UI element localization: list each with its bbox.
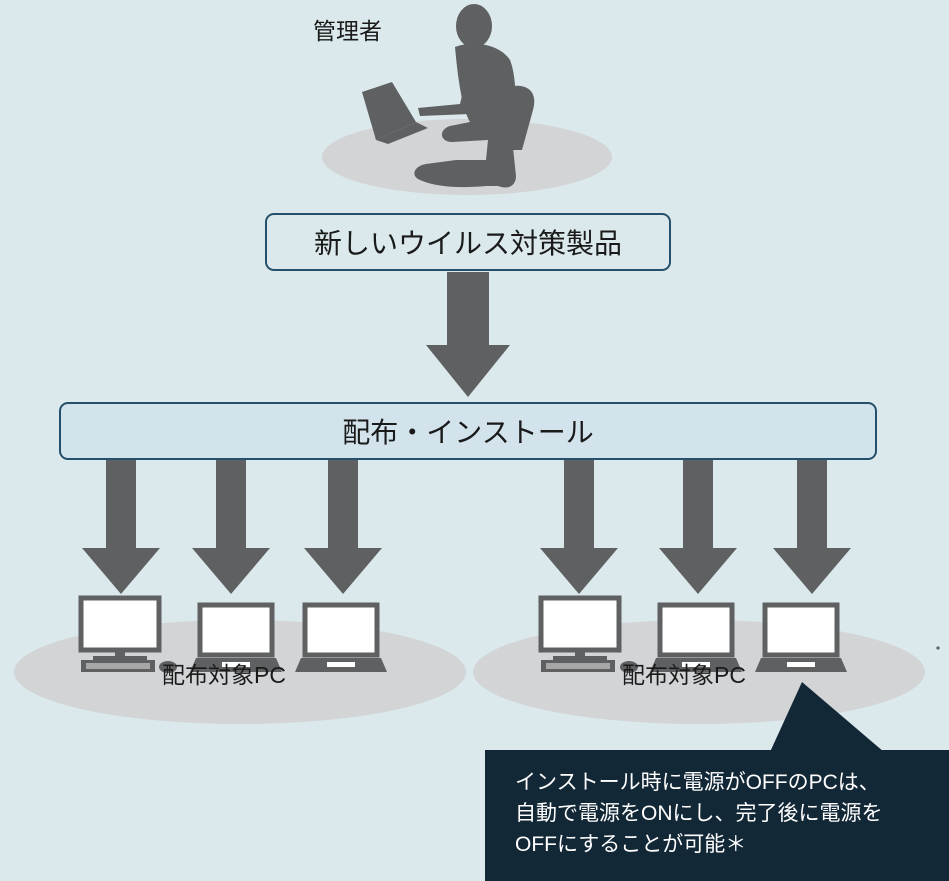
laptop-pc-icon xyxy=(650,602,742,672)
note-line: 自動で電源をONにし、完了後に電源を xyxy=(515,802,883,825)
arrow-down-pc xyxy=(192,460,270,594)
arrow-down-main xyxy=(426,272,510,397)
group-left-label: 配布対象PC xyxy=(162,662,286,688)
arrow-down-pc xyxy=(304,460,382,594)
group-right-label: 配布対象PC xyxy=(622,662,746,688)
arrow-down-pc xyxy=(773,460,851,594)
admin-label: 管理者 xyxy=(313,18,382,44)
note-pointer xyxy=(770,682,884,752)
laptop-pc-icon-powered-off xyxy=(755,602,847,672)
product-box: 新しいウイルス対策製品 xyxy=(265,213,671,271)
arrow-down-pc xyxy=(82,460,160,594)
desktop-pc-icon xyxy=(538,595,638,673)
arrow-down-pc xyxy=(659,460,737,594)
note-line: インストール時に電源がOFFのPCは、 xyxy=(515,771,880,794)
admin-person-icon xyxy=(362,4,535,188)
laptop-pc-icon xyxy=(295,602,387,672)
deploy-label: 配布・インストール xyxy=(342,417,594,448)
arrow-down-pc xyxy=(540,460,618,594)
laptop-pc-icon xyxy=(190,602,282,672)
deploy-box: 配布・インストール xyxy=(59,402,877,460)
product-label: 新しいウイルス対策製品 xyxy=(313,228,622,259)
desktop-pc-icon xyxy=(78,595,177,673)
decorative-dot xyxy=(936,646,940,650)
note-callout: インストール時に電源がOFFのPCは、 自動で電源をONにし、完了後に電源を O… xyxy=(485,750,949,881)
note-line: OFFにすることが可能＊ xyxy=(515,833,747,856)
